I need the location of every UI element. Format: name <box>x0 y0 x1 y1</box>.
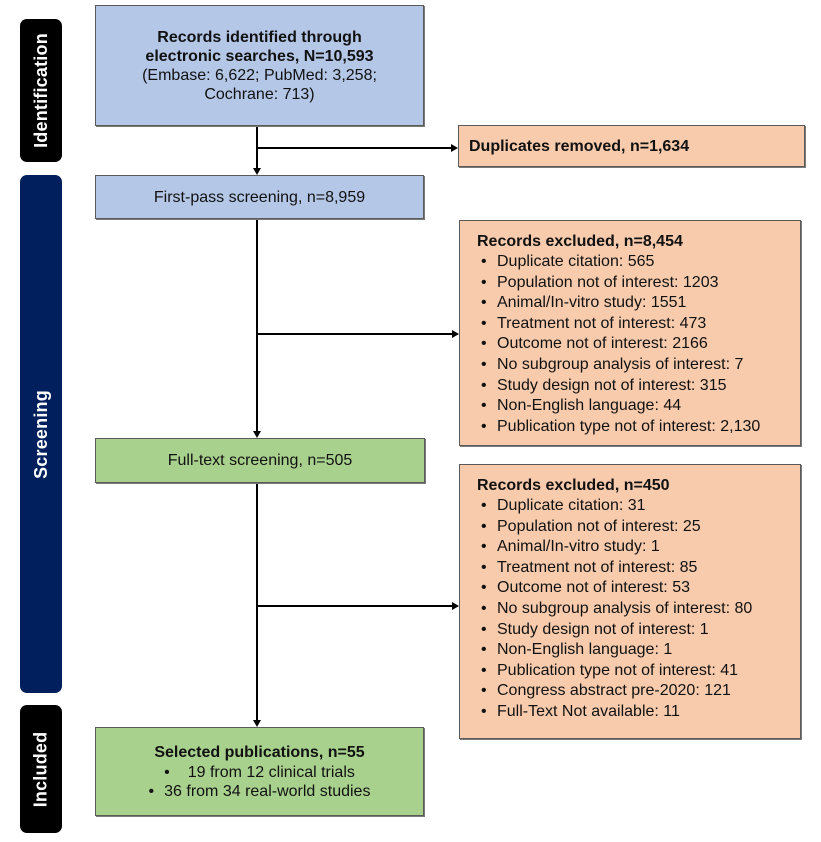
duplicates-removed-box: Duplicates removed, n=1,634 <box>458 125 805 167</box>
exclusion-reason: Duplicate citation: 565 <box>477 252 800 273</box>
records-excluded-first-pass-list: Duplicate citation: 565 Population not o… <box>477 252 800 437</box>
selected-item: • 19 from 12 clinical trials <box>149 763 371 782</box>
exclusion-reason: Publication type not of interest: 41 <box>477 661 800 682</box>
arrow-to-duplicates <box>451 144 458 152</box>
exclusion-reason: Study design not of interest: 1 <box>477 620 800 641</box>
exclusion-reason: Population not of interest: 1203 <box>477 273 800 294</box>
exclusion-reason: Non-English language: 44 <box>477 396 800 417</box>
selected-item-text: 19 from 12 clinical trials <box>187 763 355 781</box>
full-text-screening-box: Full-text screening, n=505 <box>95 438 425 483</box>
records-identified-box: Records identified through electronic se… <box>95 5 424 126</box>
arrow-to-full-text <box>253 431 261 438</box>
stage-screening: Screening <box>20 175 62 693</box>
connector-main-2 <box>256 219 258 431</box>
records-excluded-first-pass-title: Records excluded, n=8,454 <box>477 233 683 250</box>
records-identified-sources-1: (Embase: 6,622; PubMed: 3,258; <box>142 66 377 84</box>
records-excluded-full-text-title: Records excluded, n=450 <box>477 477 670 494</box>
records-excluded-full-text-box: Records excluded, n=450 Duplicate citati… <box>459 464 801 739</box>
connector-main-3 <box>256 483 258 720</box>
connector-to-excluded-first <box>257 333 452 335</box>
records-identified-title-1: Records identified through <box>157 28 362 46</box>
selected-publications-box: Selected publications, n=55 • 19 from 12 … <box>95 727 424 816</box>
stage-identification: Identification <box>20 19 62 162</box>
selected-publications-list: •19 from 12 clinical trials •36 from 34 … <box>149 763 371 801</box>
exclusion-reason: Congress abstract pre-2020: 121 <box>477 681 800 702</box>
selected-publications-title: Selected publications, n=55 <box>154 743 365 761</box>
stage-included: Included <box>20 705 62 833</box>
selected-item-text: 36 from 34 real-world studies <box>164 782 371 800</box>
records-identified-sources-2: Cochrane: 713) <box>204 85 315 103</box>
exclusion-reason: No subgroup analysis of interest: 80 <box>477 599 800 620</box>
first-pass-screening-label: First-pass screening, n=8,959 <box>153 188 366 206</box>
stage-included-label: Included <box>30 731 51 807</box>
duplicates-removed-label: Duplicates removed, n=1,634 <box>469 137 690 155</box>
exclusion-reason: Non-English language: 1 <box>477 640 800 661</box>
connector-to-duplicates <box>257 147 451 149</box>
arrow-to-selected <box>253 720 261 727</box>
arrow-to-excluded-first <box>452 330 459 338</box>
bullet-icon: • <box>164 763 170 781</box>
exclusion-reason: Full-Text Not available: 11 <box>477 702 800 723</box>
exclusion-reason: Duplicate citation: 31 <box>477 496 800 517</box>
arrow-to-excluded-full-text <box>452 602 459 610</box>
exclusion-reason: Publication type not of interest: 2,130 <box>477 417 800 438</box>
stage-identification-label: Identification <box>30 33 51 148</box>
exclusion-reason: Treatment not of interest: 85 <box>477 558 800 579</box>
exclusion-reason: Outcome not of interest: 53 <box>477 578 800 599</box>
records-excluded-first-pass-box: Records excluded, n=8,454 Duplicate cita… <box>459 220 801 446</box>
exclusion-reason: Population not of interest: 25 <box>477 517 800 538</box>
exclusion-reason: Animal/In-vitro study: 1551 <box>477 293 800 314</box>
arrow-to-first-pass <box>253 168 261 175</box>
bullet-icon: • <box>148 782 155 800</box>
exclusion-reason: No subgroup analysis of interest: 7 <box>477 355 800 376</box>
selected-item: • 36 from 34 real-world studies <box>149 782 371 801</box>
records-excluded-full-text-list: Duplicate citation: 31 Population not of… <box>477 496 800 723</box>
exclusion-reason: Study design not of interest: 315 <box>477 376 800 397</box>
exclusion-reason: Treatment not of interest: 473 <box>477 314 800 335</box>
exclusion-reason: Outcome not of interest: 2166 <box>477 334 800 355</box>
exclusion-reason: Animal/In-vitro study: 1 <box>477 537 800 558</box>
first-pass-screening-box: First-pass screening, n=8,959 <box>95 175 424 219</box>
connector-to-excluded-full-text <box>257 605 452 607</box>
stage-screening-label: Screening <box>30 389 51 479</box>
records-identified-title-2: electronic searches, N=10,593 <box>145 47 374 65</box>
full-text-screening-label: Full-text screening, n=505 <box>167 452 353 469</box>
